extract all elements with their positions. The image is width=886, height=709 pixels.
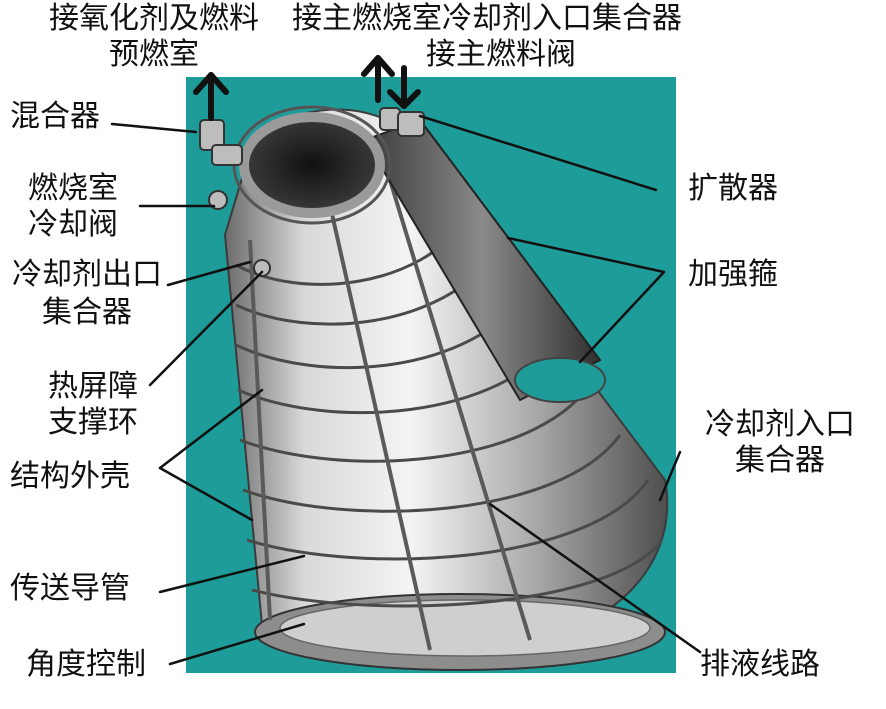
label-chamber-coolant-valve-line1: 燃烧室 [28,171,118,206]
nozzle [199,105,669,671]
label-structural-jacket: 结构外壳 [10,459,130,494]
label-oxidizer-preburner-line2: 预燃室 [109,37,199,72]
throat-opening [239,112,385,218]
label-heat-shield-ring-line1: 热屏障 [48,369,138,404]
label-chamber-coolant-valve-line2: 冷却阀 [28,207,118,242]
label-heat-shield-ring-line2: 支撑环 [48,405,138,440]
fittings [199,107,425,277]
double-arrow-icon [361,55,421,109]
leader-lines [110,114,702,666]
label-drain-line: 排液线路 [700,647,820,682]
label-angle-control: 角度控制 [26,647,146,682]
label-diffuser: 扩散器 [688,171,778,206]
label-hatband: 加强箍 [688,257,778,292]
label-chamber-coolant-inlet-manifold: 接主燃烧室冷却剂入口集合器 [292,1,682,36]
label-coolant-inlet-manifold-line1: 冷却剂入口 [705,407,855,442]
label-main-fuel-valve: 接主燃料阀 [426,37,576,72]
label-coolant-outlet-manifold-line1: 冷却剂出口 [12,257,162,292]
label-coolant-outlet-manifold-line2: 集合器 [42,295,132,330]
struts [248,179,532,651]
label-coolant-inlet-manifold-line2: 集合器 [735,443,825,478]
up-arrow-icon [193,72,229,121]
label-transfer-duct: 传送导管 [10,571,130,606]
label-mixer: 混合器 [10,99,100,134]
label-oxidizer-preburner-line1: 接氧化剂及燃料 [49,1,259,36]
